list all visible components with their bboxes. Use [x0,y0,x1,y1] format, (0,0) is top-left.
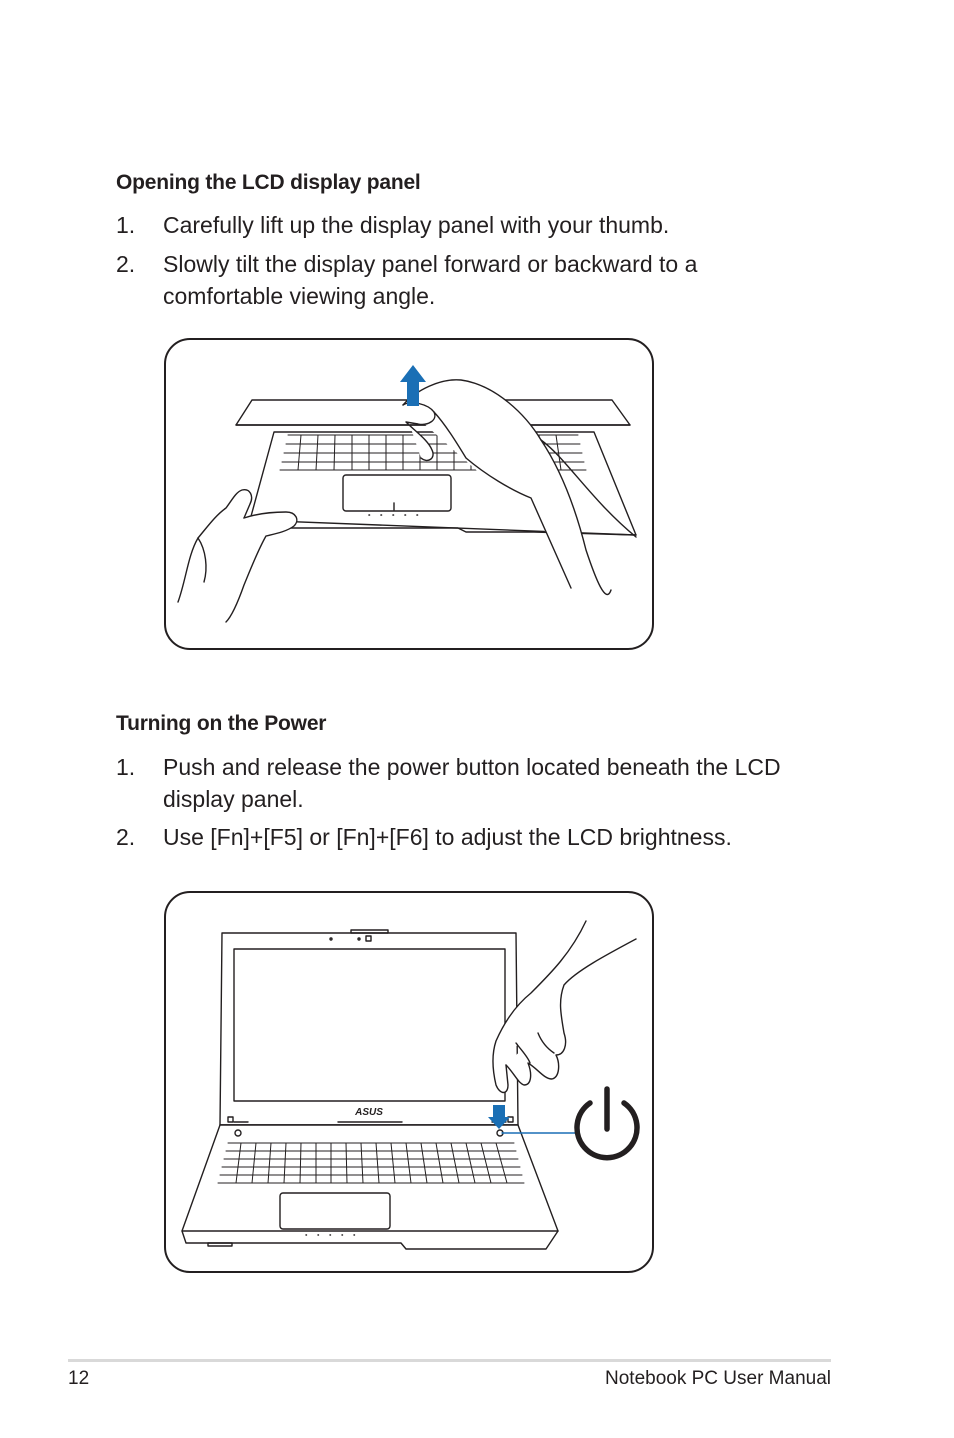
power-icon [574,1086,640,1161]
step-text: Carefully lift up the display panel with… [163,212,670,238]
open-lcd-illustration [177,365,637,623]
section-heading-power: Turning on the Power [116,712,327,735]
figure-open-lcd-panel [164,338,654,650]
step-text: Use [Fn]+[F5] or [Fn]+[F6] to adjust the… [163,824,732,850]
footer-divider [68,1359,831,1362]
step-text: Push and release the power button locate… [163,754,781,812]
section-heading-lcd: Opening the LCD display panel [116,171,421,194]
step-number: 2. [116,824,136,850]
step-number: 1. [116,754,136,780]
asus-logo: ASUS [354,1107,383,1118]
step-number: 1. [116,212,136,238]
figure-power-on: ASUS [164,891,654,1273]
press-arrow-icon [488,1105,510,1129]
power-on-illustration: ASUS [181,920,640,1250]
step-number: 2. [116,251,136,277]
page-number: 12 [68,1368,90,1389]
manual-title: Notebook PC User Manual [605,1368,831,1389]
lift-arrow-icon [400,365,426,406]
step-text: Slowly tilt the display panel forward or… [163,251,698,309]
